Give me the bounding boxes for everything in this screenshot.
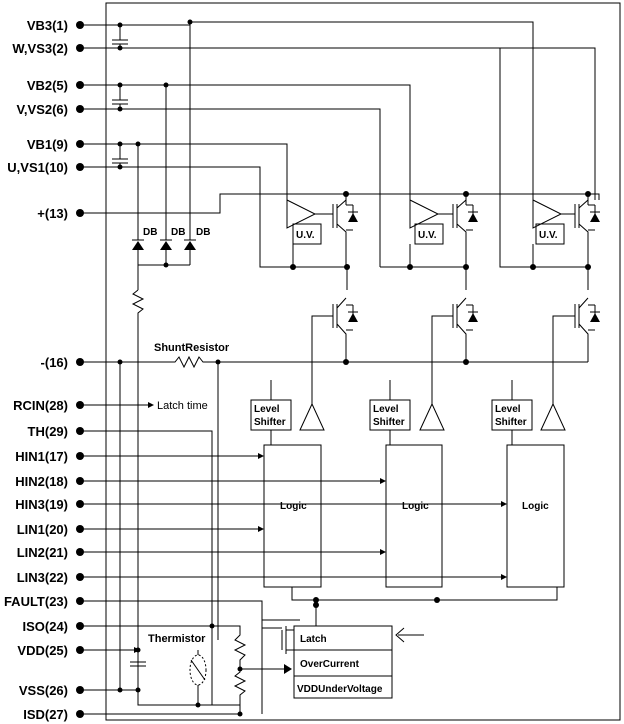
pin-plus: +(13) bbox=[37, 206, 68, 221]
inverter-leg-v: U.V. bbox=[380, 191, 478, 390]
db-label-3: DB bbox=[196, 227, 210, 238]
pin-lin3: LIN3(22) bbox=[17, 570, 68, 585]
db-label-1: DB bbox=[143, 227, 157, 238]
pin-u-vs1: U,VS1(10) bbox=[7, 160, 68, 175]
vdd-undervoltage-label: VDDUnderVoltage bbox=[297, 684, 383, 695]
uv-label-u: U.V. bbox=[296, 230, 315, 241]
latch-label: Latch bbox=[300, 634, 327, 645]
pin-hin1: HIN1(17) bbox=[15, 449, 68, 464]
fault-bus bbox=[80, 587, 558, 626]
logic-blocks: Logic Logic Logic bbox=[263, 444, 565, 588]
pin-terminals bbox=[76, 21, 84, 718]
pin-lin1: LIN1(20) bbox=[17, 522, 68, 537]
pin-th: TH(29) bbox=[28, 424, 68, 439]
pin-hin3: HIN3(19) bbox=[15, 497, 68, 512]
logic-label-2: Logic bbox=[402, 501, 429, 512]
uv-label-w: U.V. bbox=[539, 230, 558, 241]
pin-labels: VB3(1) W,VS3(2) VB2(5) V,VS2(6) VB1(9) U… bbox=[4, 18, 68, 722]
pin-w-vs3: W,VS3(2) bbox=[12, 41, 68, 56]
logic-label-3: Logic bbox=[522, 501, 549, 512]
pin-v-vs2: V,VS2(6) bbox=[16, 102, 68, 117]
shifter-label-2: Shifter bbox=[373, 417, 405, 428]
inverter-leg-u: U.V. bbox=[286, 191, 358, 390]
pin-isd: ISD(27) bbox=[23, 707, 68, 722]
input-signal-lines bbox=[80, 430, 507, 705]
pin-fault: FAULT(23) bbox=[4, 594, 68, 609]
protection-circuit: Thermistor bbox=[80, 601, 292, 717]
pin-lin2: LIN2(21) bbox=[17, 545, 68, 560]
level-label-1: Level bbox=[254, 404, 280, 415]
level-label-3: Level bbox=[495, 404, 521, 415]
pin-vss: VSS(26) bbox=[19, 683, 68, 698]
bootstrap-diodes: DB DB DB bbox=[131, 227, 210, 700]
pin-vb2: VB2(5) bbox=[27, 78, 68, 93]
rcin-latch-time: Latch time bbox=[80, 400, 208, 412]
inverter-leg-w: U.V. bbox=[499, 48, 600, 390]
iso-latch: Latch OverCurrent VDDUnderVoltage bbox=[80, 625, 424, 699]
negative-rail: ShuntResistor bbox=[80, 342, 588, 690]
pin-rcin: RCIN(28) bbox=[13, 398, 68, 413]
logic-label-1: Logic bbox=[280, 501, 307, 512]
thermistor-label: Thermistor bbox=[148, 633, 206, 645]
shunt-resistor-label: ShuntResistor bbox=[154, 342, 230, 354]
pin-minus: -(16) bbox=[41, 355, 68, 370]
pin-vdd: VDD(25) bbox=[17, 643, 68, 658]
db-label-2: DB bbox=[171, 227, 185, 238]
pin-iso: ISO(24) bbox=[22, 619, 68, 634]
level-label-2: Level bbox=[373, 404, 399, 415]
pin-hin2: HIN2(18) bbox=[15, 474, 68, 489]
pin-vb1: VB1(9) bbox=[27, 137, 68, 152]
shifter-label-3: Shifter bbox=[495, 417, 527, 428]
pin-vb3: VB3(1) bbox=[27, 18, 68, 33]
shifter-label-1: Shifter bbox=[254, 417, 286, 428]
uv-label-v: U.V. bbox=[418, 230, 437, 241]
overcurrent-label: OverCurrent bbox=[300, 659, 360, 670]
latch-time-label: Latch time bbox=[157, 400, 208, 412]
level-shifters: Level Shifter Level Shifter Level Shifte… bbox=[250, 380, 566, 445]
supply-wiring bbox=[80, 19, 600, 268]
